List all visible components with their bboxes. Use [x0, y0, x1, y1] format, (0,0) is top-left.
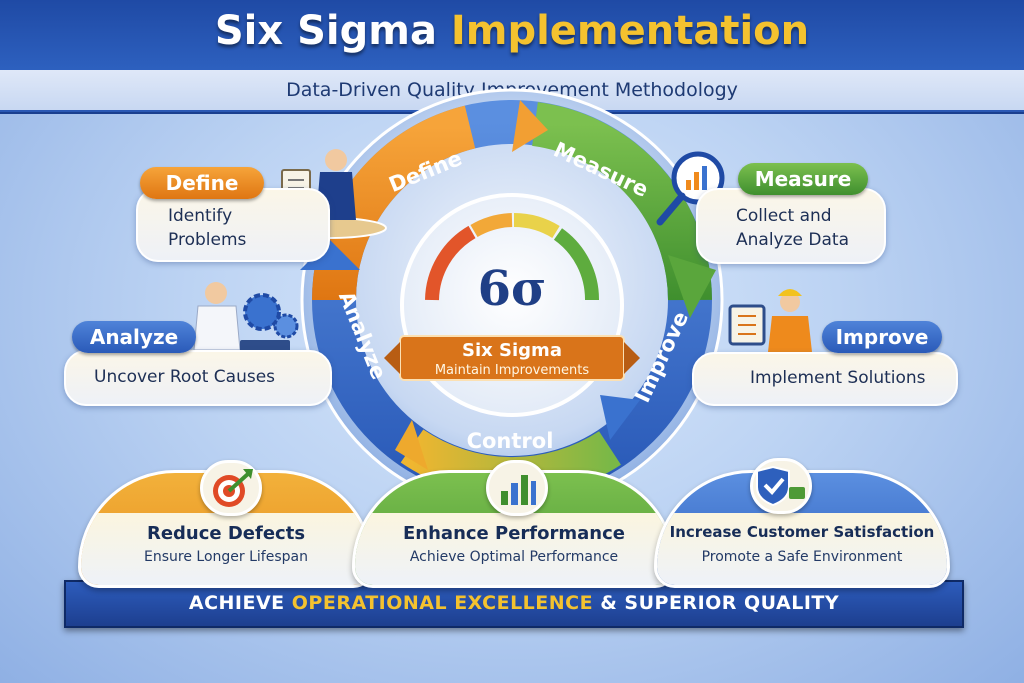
title-part2: Implementation: [450, 8, 810, 54]
define-label: Define: [140, 167, 264, 199]
benefit-1-title: Reduce Defects: [146, 523, 306, 544]
benefit-2-title: Enhance Performance: [403, 523, 625, 544]
benefit-card-1-body: [81, 513, 371, 585]
page-title: Six Sigma Implementation: [0, 8, 1024, 54]
measure-text-line2: Analyze Data: [736, 230, 849, 250]
gears-analyst-icon: [193, 282, 299, 352]
ribbon-tail-right: [624, 342, 640, 374]
bar-chart-icon: [486, 460, 548, 516]
benefit-1-subtitle: Ensure Longer Lifespan: [144, 549, 308, 565]
benefit-3-subtitle: Promote a Safe Environment: [701, 549, 903, 565]
gauge-red: [425, 225, 476, 301]
six-sigma-symbol: 6σ: [478, 261, 547, 317]
improve-card: Implement Solutions: [692, 352, 958, 406]
ribbon-tail-left: [384, 342, 400, 374]
arc-label-control: Control: [467, 429, 554, 453]
gauge-orange: [470, 213, 513, 238]
measure-text-line1: Collect and: [736, 206, 832, 226]
improve-text: Implement Solutions: [750, 368, 926, 388]
title-part1: Six Sigma: [214, 8, 437, 54]
analyze-label: Analyze: [72, 321, 196, 353]
define-card: Identify Problems: [136, 188, 330, 262]
center-title: Six Sigma: [462, 340, 562, 361]
banner-text: ACHIEVE OPERATIONAL EXCELLENCE & SUPERIO…: [66, 592, 962, 614]
shield-check-icon: [750, 458, 812, 514]
worker-checklist-icon: [728, 289, 812, 352]
define-text-line1: Identify: [168, 206, 233, 226]
analyze-arrowhead: [300, 240, 360, 270]
center-subtitle: Maintain Improvements: [435, 363, 590, 378]
analyze-card: Uncover Root Causes: [64, 350, 332, 406]
gauge-yellow: [513, 213, 560, 239]
improve-arrowhead: [600, 395, 640, 440]
target-arrow-icon: [200, 460, 262, 516]
bottom-banner: ACHIEVE OPERATIONAL EXCELLENCE & SUPERIO…: [64, 580, 964, 628]
banner-part1: ACHIEVE: [188, 592, 285, 614]
improve-label: Improve: [822, 321, 942, 353]
benefit-2-subtitle: Achieve Optimal Performance: [409, 549, 619, 565]
banner-part3: & SUPERIOR QUALITY: [600, 592, 840, 614]
benefit-card-3-body: [657, 513, 947, 585]
benefit-card-2-body: [355, 513, 673, 585]
control-arrowhead: [395, 420, 428, 470]
gauge-green: [553, 228, 600, 301]
measure-label: Measure: [738, 163, 868, 195]
bar-chart-svg: [501, 475, 536, 505]
define-arrowhead: [512, 100, 548, 152]
shield-check-svg: [756, 465, 805, 507]
measure-arrowhead: [668, 255, 716, 318]
target-arrow-svg: [213, 469, 253, 507]
measure-card: Collect and Analyze Data: [696, 188, 886, 264]
define-text-line2: Problems: [168, 230, 247, 250]
banner-part2: OPERATIONAL EXCELLENCE: [291, 592, 594, 614]
analyze-text: Uncover Root Causes: [94, 367, 276, 387]
benefit-3-title: Increase Customer Satisfaction: [669, 523, 935, 541]
